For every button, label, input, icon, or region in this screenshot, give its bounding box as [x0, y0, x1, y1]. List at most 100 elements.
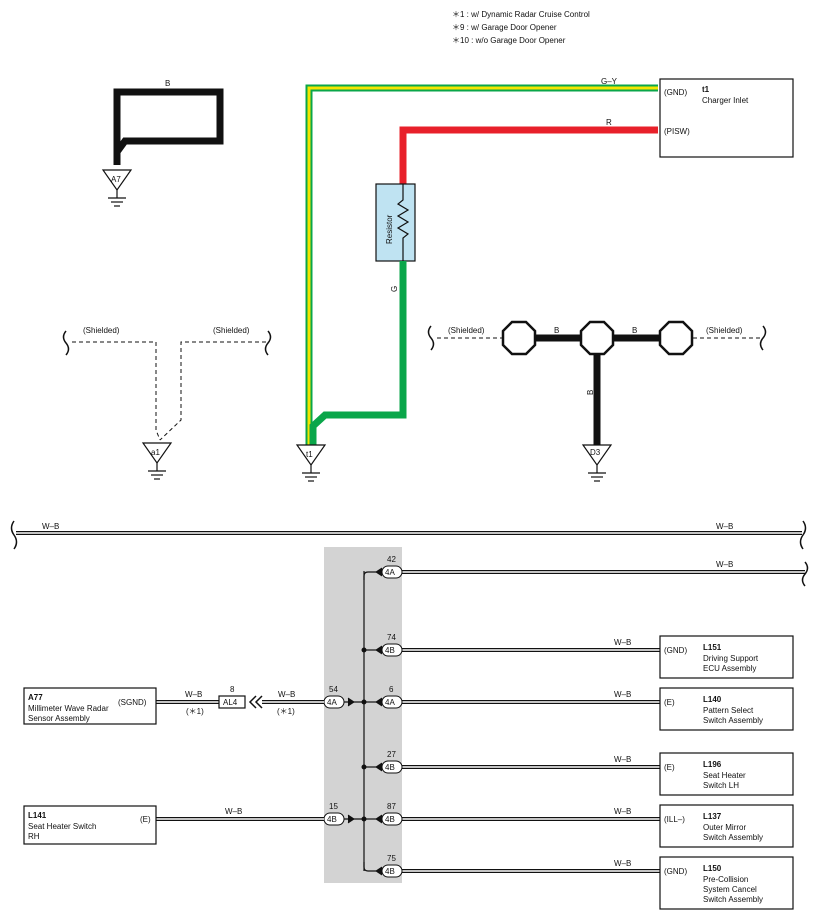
a77-wire-left: W–B [185, 690, 202, 699]
notes-legend: ＊1 : w/ Dynamic Radar Cruise Control ＊9 … [452, 10, 590, 45]
component-l137: (ILL–) L137 Outer Mirror Switch Assembly [659, 804, 794, 848]
note-9: ＊9 : w/ Garage Door Opener [452, 23, 557, 32]
a77-note-right: (＊1) [277, 707, 295, 716]
l196-line2: Switch LH [703, 781, 739, 790]
l151-code: L151 [703, 643, 722, 652]
wire-g-label: G [390, 286, 399, 292]
al4-connector [218, 695, 246, 709]
l141-wire: W–B [225, 807, 242, 816]
charger-circuit: G–Y R Resistor G t1 (GND) (PISW) t1 Char… [296, 77, 794, 482]
junction-rows: 4A 42 W–B 4B 74 W–B 4A 6 W–B [361, 555, 809, 878]
l140-code: L140 [703, 695, 722, 704]
l151-pin: (GND) [664, 646, 687, 655]
l140-pin: (E) [664, 698, 675, 707]
row-75-conn: 4B [385, 867, 395, 876]
resistor-icon [396, 184, 410, 261]
in-54-conn: 4A [327, 698, 337, 707]
wire-gy-label: G–Y [601, 77, 618, 86]
row-27-pin: 27 [387, 750, 396, 759]
junction-inputs: 4A 54 4B 15 [323, 685, 364, 826]
shield-a1-left-label: (Shielded) [83, 326, 120, 335]
ground-d3-label: D3 [590, 448, 601, 457]
l150-line1: Pre-Collision [703, 875, 748, 884]
shield-d3-circuit: (Shielded) (Shielded) B B B D3 [427, 320, 767, 482]
charger-code: t1 [702, 85, 710, 94]
row-42-pin: 42 [387, 555, 396, 564]
a77-circuit: AL4 8 W–B W–B (＊1) (＊1) [156, 685, 324, 716]
l150-pin: (GND) [664, 867, 687, 876]
row-74: 4B 74 W–B [361, 633, 660, 657]
al4-label: AL4 [223, 698, 238, 707]
row-27-wire: W–B [614, 755, 631, 764]
l141-pin: (E) [140, 815, 151, 824]
row-74-conn: 4B [385, 646, 395, 655]
row-75: 4B 75 W–B [363, 854, 660, 878]
l141-code: L141 [28, 811, 47, 820]
charger-name: Charger Inlet [702, 96, 749, 105]
bus-wire-left: W–B [42, 522, 59, 531]
a77-line2: Sensor Assembly [28, 714, 90, 723]
wire-r-label: R [606, 118, 612, 127]
row-74-pin: 74 [387, 633, 396, 642]
l150-code: L150 [703, 864, 722, 873]
in-15-pin: 15 [329, 802, 338, 811]
l151-line2: ECU Assembly [703, 664, 756, 673]
row-27-conn: 4B [385, 763, 395, 772]
l196-code: L196 [703, 760, 722, 769]
note-1: ＊1 : w/ Dynamic Radar Cruise Control [452, 10, 590, 19]
row-42-wire: W–B [716, 560, 733, 569]
ground-a1-label: a1 [151, 448, 160, 457]
row-27: 4B 27 W–B [361, 750, 660, 774]
row-6: 4A 6 W–B [361, 685, 660, 709]
ground-t1-label: t1 [306, 450, 313, 459]
a77-code: A77 [28, 693, 43, 702]
l196-pin: (E) [664, 763, 675, 772]
l137-code: L137 [703, 812, 722, 821]
row-6-conn: 4A [385, 698, 395, 707]
in-15-conn: 4B [327, 815, 337, 824]
splice-right-icon [658, 320, 694, 356]
row-74-wire: W–B [614, 638, 631, 647]
double-chevron-icon [248, 695, 263, 709]
row-6-wire: W–B [614, 690, 631, 699]
row-42-conn: 4A [385, 568, 395, 577]
in-54-pin: 54 [329, 685, 338, 694]
l151-line1: Driving Support [703, 654, 759, 663]
splice-center-icon [579, 320, 615, 356]
component-l196: (E) L196 Seat Heater Switch LH [659, 752, 794, 796]
l141-circuit: W–B [156, 807, 324, 821]
charger-inlet-box [659, 78, 794, 158]
l140-line1: Pattern Select [703, 706, 754, 715]
row-87-pin: 87 [387, 802, 396, 811]
junction-connector-band [324, 547, 402, 883]
l137-pin: (ILL–) [664, 815, 685, 824]
a77-note-left: (＊1) [186, 707, 204, 716]
shield-d3-right-label: (Shielded) [706, 326, 743, 335]
l141-line2: RH [28, 832, 40, 841]
resistor-body [375, 183, 416, 262]
component-a77: A77 Millimeter Wave Radar Sensor Assembl… [23, 687, 157, 725]
al4-pin: 8 [230, 685, 235, 694]
l140-line2: Switch Assembly [703, 716, 763, 725]
row-42: 4A 42 W–B [363, 555, 809, 587]
row-87: 4B 87 W–B [361, 802, 660, 826]
wb-bus: W–B W–B [10, 520, 807, 550]
l141-line1: Seat Heater Switch [28, 822, 96, 831]
l150-line3: Switch Assembly [703, 895, 763, 904]
pin-pisw: (PISW) [664, 127, 690, 136]
l150-line2: System Cancel [703, 885, 757, 894]
wire-b-down: B [586, 390, 595, 395]
row-87-wire: W–B [614, 807, 631, 816]
row-75-pin: 75 [387, 854, 396, 863]
l196-line1: Seat Heater [703, 771, 746, 780]
splice-left-icon [501, 320, 537, 356]
shield-a1-circuit: (Shielded) (Shielded) a1 [62, 326, 272, 480]
row-87-conn: 4B [385, 815, 395, 824]
wire-b-left: B [554, 326, 559, 335]
shield-d3-left-label: (Shielded) [448, 326, 485, 335]
component-l140: (E) L140 Pattern Select Switch Assembly [659, 687, 794, 731]
wire-b-right: B [632, 326, 637, 335]
ground-a7-circuit: B A7 [102, 79, 224, 207]
wire-color-b: B [165, 79, 170, 88]
